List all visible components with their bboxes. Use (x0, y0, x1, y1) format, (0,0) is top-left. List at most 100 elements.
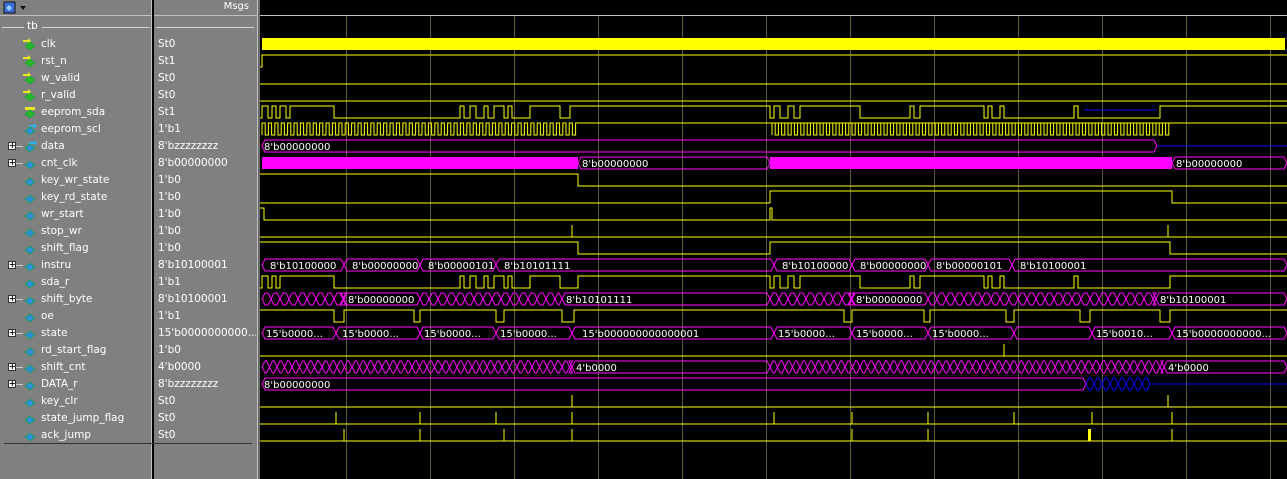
group-row-tb[interactable]: tb (0, 18, 151, 35)
signal-row-key-clr[interactable]: key_clr (0, 393, 152, 410)
bus-segment (829, 360, 839, 374)
signal-value[interactable]: St1 (156, 104, 256, 121)
cnt-clk-bus-2 (1171, 156, 1287, 170)
bus-segment (836, 360, 846, 374)
expand-icon[interactable]: + (8, 328, 16, 337)
bus-segment (306, 292, 317, 306)
signal-value-text: St1 (158, 55, 176, 67)
signal-row-wr-start[interactable]: wr_start (0, 206, 152, 223)
bus-segment (994, 360, 1004, 374)
signal-row-w-valid[interactable]: w_valid (0, 70, 152, 87)
bus-segment (1116, 292, 1127, 306)
eeprom-sda-wave (260, 105, 1287, 119)
bus-segment (441, 360, 451, 374)
bus-segment (1093, 377, 1103, 391)
bus-segment (298, 360, 308, 374)
signal-value[interactable]: St0 (156, 410, 256, 427)
bus-segment (343, 360, 353, 374)
bus-segment (1134, 292, 1145, 306)
state-label: 15'b000000000000001 (582, 329, 699, 340)
state-label: 15'b0000... (778, 329, 835, 340)
signal-row-r-valid[interactable]: r_valid (0, 87, 152, 104)
expand-icon[interactable]: + (8, 158, 16, 167)
signal-value[interactable]: 8'b00000000 (156, 155, 256, 172)
bus-segment (358, 360, 368, 374)
signal-value[interactable]: St0 (156, 36, 256, 53)
expand-icon[interactable]: + (8, 294, 16, 303)
signal-value[interactable]: 1'b0 (156, 189, 256, 206)
signal-row-eeprom-scl[interactable]: eeprom_scl (0, 121, 152, 138)
ack-jump-thick (1088, 429, 1091, 441)
signal-value-text: 15'b0000000000... (158, 327, 256, 339)
signal-value[interactable]: 1'b0 (156, 206, 256, 223)
signal-row-ack-jump[interactable]: ack_jump (0, 427, 152, 444)
bus-segment (787, 292, 798, 306)
signal-value[interactable]: St0 (156, 87, 256, 104)
bus-segment (546, 360, 556, 374)
signal-row-oe[interactable]: oe (0, 308, 152, 325)
bus-segment (448, 360, 458, 374)
wr-start-wave (260, 207, 1287, 221)
signal-row-stop-wr[interactable]: stop_wr (0, 223, 152, 240)
signal-value[interactable]: 4'b0000 (156, 359, 256, 376)
signal-row-shift-cnt[interactable]: +shift_cnt (0, 359, 152, 376)
signal-row-data-r[interactable]: +DATA_r (0, 376, 152, 393)
signal-value-text: 1'b0 (158, 242, 181, 254)
signal-value-text: 1'b0 (158, 344, 181, 356)
bus-segment (1121, 360, 1131, 374)
bus-segment (821, 360, 831, 374)
cnt-clk-label: 8'b00000000 (582, 159, 648, 170)
signal-value[interactable]: 1'b1 (156, 274, 256, 291)
signal-value[interactable]: 8'bzzzzzzzz (156, 376, 256, 393)
expand-icon[interactable]: + (8, 362, 16, 371)
signal-row-shift-flag[interactable]: shift_flag (0, 240, 152, 257)
signal-row-key-rd-state[interactable]: key_rd_state (0, 189, 152, 206)
signal-name: rd_start_flag (41, 344, 107, 356)
bus-segment (844, 360, 854, 374)
signal-row-shift-byte[interactable]: +shift_byte (0, 291, 152, 308)
key-wr-state-wave (260, 173, 1287, 187)
signal-row-key-wr-state[interactable]: key_wr_state (0, 172, 152, 189)
signal-value[interactable]: St1 (156, 53, 256, 70)
state-label: 15'b0010... (1096, 329, 1153, 340)
signal-value[interactable]: 8'b10100001 (156, 291, 256, 308)
wave-toolbar-icon[interactable] (3, 1, 29, 14)
signal-row-state[interactable]: +state (0, 325, 152, 342)
signal-value[interactable]: St0 (156, 393, 256, 410)
signal-row-rd-start-flag[interactable]: rd_start_flag (0, 342, 152, 359)
name-column-header (0, 0, 151, 16)
signal-value[interactable]: St0 (156, 70, 256, 87)
signal-row-sda-r[interactable]: sda_r (0, 274, 152, 291)
signal-value-text: 1'b0 (158, 191, 181, 203)
signal-value[interactable]: 15'b0000000000... (156, 325, 256, 342)
signal-row-instru[interactable]: +instru (0, 257, 152, 274)
expand-icon[interactable]: + (8, 379, 16, 388)
group-row-tb-value (154, 18, 257, 35)
signal-value[interactable]: 1'b0 (156, 223, 256, 240)
pane-divider[interactable] (258, 0, 260, 479)
signal-value[interactable]: 1'b0 (156, 240, 256, 257)
signal-row-eeprom-sda[interactable]: eeprom_sda (0, 104, 152, 121)
signal-value[interactable]: 1'b1 (156, 121, 256, 138)
signal-value-text: St0 (158, 412, 176, 424)
expand-icon[interactable]: + (8, 141, 16, 150)
signal-name: key_clr (41, 395, 78, 407)
instru-label: 8'b10101111 (504, 261, 570, 272)
signal-row-cnt-clk[interactable]: + cnt_clk (0, 155, 152, 172)
bus-segment (491, 292, 502, 306)
bus-segment (1144, 360, 1154, 374)
expand-icon[interactable]: + (8, 260, 16, 269)
signal-value[interactable]: St0 (156, 427, 256, 444)
signal-row-clk[interactable]: clk (0, 36, 152, 53)
signal-value[interactable]: 1'b0 (156, 172, 256, 189)
signal-value[interactable]: 1'b1 (156, 308, 256, 325)
signal-row-data[interactable]: +data (0, 138, 152, 155)
signal-name: cnt_clk (41, 157, 78, 169)
signal-value[interactable]: 8'b10100001 (156, 257, 256, 274)
signal-value[interactable]: 1'b0 (156, 342, 256, 359)
signal-value[interactable]: 8'bzzzzzzzz (156, 138, 256, 155)
signal-row-rst-n[interactable]: rst_n (0, 53, 152, 70)
signal-row-state-jump-flag[interactable]: state_jump_flag (0, 410, 152, 427)
